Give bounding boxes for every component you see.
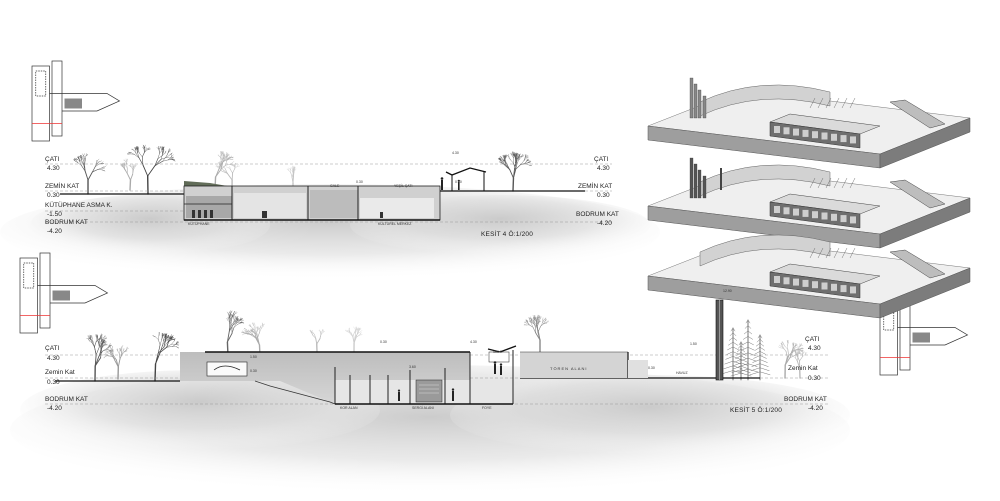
s4-room-library: KÜTÜPHANE bbox=[188, 222, 210, 226]
s4-room-gale: GALE bbox=[330, 184, 340, 188]
axonometric-views bbox=[647, 77, 971, 319]
s4-elev-base-right: -4.20 bbox=[597, 220, 612, 227]
s5-level-base-right: BODRUM KAT bbox=[784, 396, 827, 403]
s5-room-core: KOR ALAN bbox=[340, 406, 358, 410]
tree bbox=[345, 326, 363, 353]
s5-level-ground-left: Zemin Kat bbox=[45, 369, 75, 376]
s4-elev-ground-left: 0.30 bbox=[47, 192, 60, 199]
s4-level-roof-left: ÇATI bbox=[45, 156, 60, 163]
section-5-drawing bbox=[45, 299, 830, 405]
trees bbox=[73, 144, 808, 382]
s4-level-base-right: BODRUM KAT bbox=[576, 211, 619, 218]
tree bbox=[214, 151, 236, 191]
s5-elev-base-left: -4.20 bbox=[47, 405, 62, 412]
s5-room-ceremony: TÖREN ALANI bbox=[550, 366, 588, 371]
tree bbox=[523, 314, 549, 353]
key-plan-icon bbox=[31, 60, 121, 142]
s5-level-roof-right: ÇATI bbox=[805, 336, 820, 343]
s4-elev-mezz-left: -1.50 bbox=[47, 211, 62, 218]
s5-room-foyer: FOYE bbox=[482, 406, 492, 410]
axonometric-model bbox=[647, 234, 971, 319]
tree bbox=[241, 322, 265, 357]
s5-room-pool: HAVUZ bbox=[676, 371, 688, 375]
s4-level-mezz-left: KÜTÜPHANE ASMA K. bbox=[45, 202, 113, 209]
axonometric-model bbox=[647, 77, 971, 169]
conifer-tree bbox=[730, 341, 752, 381]
s5-spot-3: 0.30 bbox=[250, 369, 257, 373]
tree bbox=[120, 158, 137, 191]
s5-level-base-left: BODRUM KAT bbox=[45, 396, 88, 403]
tree bbox=[226, 310, 245, 357]
key-plan-icon bbox=[19, 252, 109, 334]
s4-elev-roof-left: 4.30 bbox=[47, 165, 60, 172]
tree bbox=[215, 160, 240, 192]
tree bbox=[103, 345, 129, 380]
s4-elev-roof-right: 4.30 bbox=[597, 165, 610, 172]
s4-spot-2: 0.30 bbox=[356, 180, 363, 184]
s4-title: KESİT 4 Ö:1/200 bbox=[481, 231, 534, 238]
s5-elev-ground-left: 0.30 bbox=[47, 379, 60, 386]
tree bbox=[498, 151, 532, 192]
s5-spot-6: 12.90 bbox=[723, 289, 732, 293]
s5-spot-2: 4.30 bbox=[470, 340, 477, 344]
s4-room-cultural: KÜLTÜREL MERKEZ bbox=[378, 222, 412, 226]
tree bbox=[286, 165, 297, 193]
s5-elev-roof-left: 4.30 bbox=[47, 355, 60, 362]
s5-elev-ground-right: 0.30 bbox=[808, 375, 821, 382]
tree bbox=[86, 333, 113, 382]
s5-room-exhibit: SERGİ ALANI bbox=[412, 406, 434, 410]
s4-elev-ground-right: 0.30 bbox=[597, 192, 610, 199]
s4-elev-base-left: -4.20 bbox=[47, 228, 62, 235]
s4-spot-3: 0.30 bbox=[455, 180, 462, 184]
s5-spot-7: 1.50 bbox=[690, 342, 697, 346]
s5-spot-1: 1.50 bbox=[250, 355, 257, 359]
s5-spot-5: 0.30 bbox=[648, 366, 655, 370]
axonometric-model bbox=[647, 157, 971, 249]
conifer-tree bbox=[737, 319, 759, 381]
s5-elev-roof-right: 4.30 bbox=[808, 345, 821, 352]
tree bbox=[309, 329, 325, 353]
s4-level-roof-right: ÇATI bbox=[594, 156, 609, 163]
tree bbox=[127, 144, 176, 195]
fog-section-5 bbox=[10, 365, 850, 495]
s4-level-base-left: BODRUM KAT bbox=[45, 219, 88, 226]
tree bbox=[73, 153, 107, 195]
key-plans bbox=[19, 60, 969, 376]
s5-title: KESİT 5 Ö:1/200 bbox=[730, 407, 783, 414]
s4-spot-1: 4.30 bbox=[452, 151, 459, 155]
s5-level-ground-right: Zemin Kat bbox=[788, 365, 818, 372]
s4-level-ground-left: ZEMİN KAT bbox=[45, 183, 80, 190]
section-4-drawing bbox=[45, 163, 612, 223]
tree bbox=[791, 347, 808, 379]
s5-room-gale: GALE bbox=[493, 350, 503, 354]
s5-spot-4: 3.60 bbox=[409, 365, 416, 369]
tree bbox=[778, 340, 804, 379]
s4-level-ground-right: ZEMİN KAT bbox=[578, 183, 613, 190]
s4-room-green-roof: YEŞİL ÇATI bbox=[394, 184, 413, 188]
conifer-tree bbox=[749, 334, 771, 381]
s5-spot-8: 0.30 bbox=[380, 340, 387, 344]
s5-level-roof-left: ÇATI bbox=[45, 345, 60, 352]
s5-elev-base-right: -4.20 bbox=[808, 405, 823, 412]
